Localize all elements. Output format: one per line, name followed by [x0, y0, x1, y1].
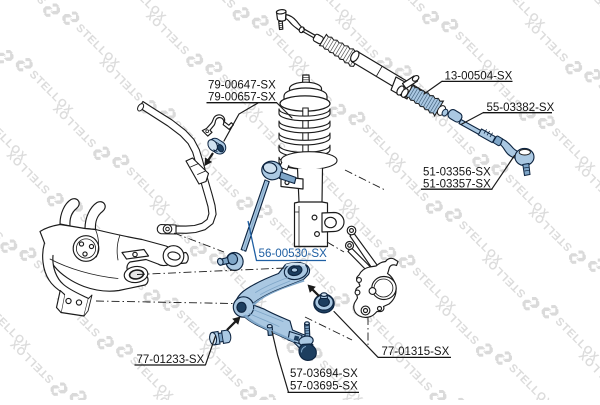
- svg-text:55-03382-SX: 55-03382-SX: [487, 102, 555, 114]
- svg-text:77-01233-SX: 77-01233-SX: [137, 354, 205, 366]
- svg-text:57-03695-SX: 57-03695-SX: [290, 381, 358, 393]
- svg-text:56-00530-SX: 56-00530-SX: [259, 247, 328, 260]
- svg-text:13-00504-SX: 13-00504-SX: [445, 71, 513, 83]
- svg-text:79-00647-SX: 79-00647-SX: [208, 80, 276, 92]
- svg-text:51-03357-SX: 51-03357-SX: [423, 178, 491, 190]
- svg-text:79-00657-SX: 79-00657-SX: [208, 92, 276, 104]
- svg-text:57-03694-SX: 57-03694-SX: [290, 368, 358, 380]
- svg-text:77-01315-SX: 77-01315-SX: [382, 346, 450, 358]
- svg-text:51-03356-SX: 51-03356-SX: [423, 166, 491, 178]
